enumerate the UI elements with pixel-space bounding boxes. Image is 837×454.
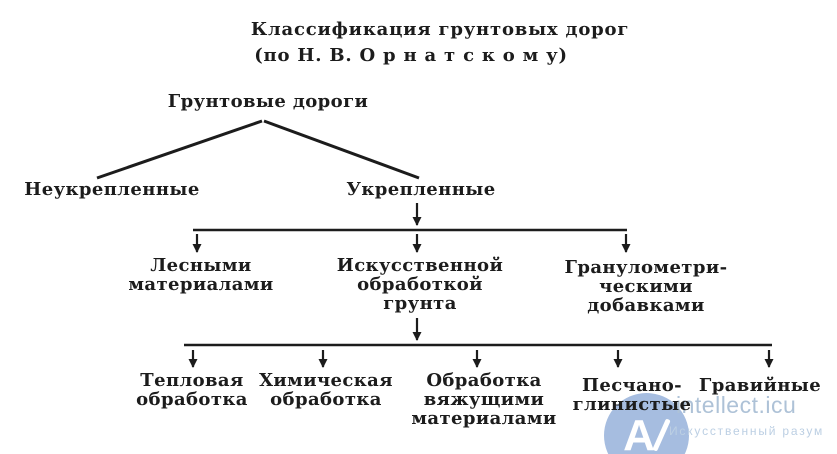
node-forest-materials: Лесными материалами [128,255,274,295]
node-gravel: Гравийные [698,375,822,396]
node-artificial-treatment: Искусственной обработкой грунта [336,255,504,314]
node-chemical-treatment: Химическая обработка [259,370,393,410]
node-thermal-treatment: Тепловая обработка [136,370,248,410]
node-sand-clay: Песчано- глинистые [572,375,692,415]
watermark-site-link[interactable]: intellect.icu [676,392,797,418]
branch-right-line [263,119,420,180]
watermark-tagline: Искусственный разум [669,424,825,438]
page-title-line1: Классификация грунтовых дорог [250,19,630,40]
watermark-logo-icon: A [604,393,689,454]
node-granulometric-additives: Гранулометри- ческими добавками [564,257,728,316]
node-unfortified: Неукрепленные [24,179,200,200]
watermark-logo-letter: A [623,410,655,454]
node-fortified: Укрепленные [346,179,496,200]
branch-left-line [96,119,263,180]
node-binder-treatment: Обработка вяжущими материалами [411,370,557,429]
page-title-line2: (по Н. В. О р н а т с к о м у) [254,45,568,66]
node-root: Грунтовые дороги [167,91,369,112]
